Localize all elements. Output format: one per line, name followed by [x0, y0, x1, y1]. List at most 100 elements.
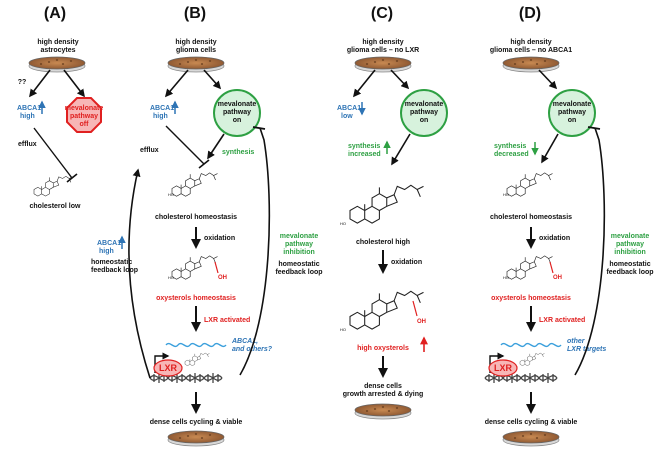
cholesterol-molecule-d-icon: [506, 172, 553, 197]
panel-b: (B) high density glioma cells ABCA1 high…: [91, 5, 323, 447]
mevalonate-c-line3: on: [420, 117, 429, 124]
mevalonate-b-line1: mevalonate: [218, 101, 257, 108]
mevalonate-off-line1: mevalonate: [65, 105, 104, 112]
lxr-activated-b: LXR activated: [204, 317, 250, 324]
efflux-inhibit-bar-b: [198, 159, 210, 169]
glioma-dish-b-icon: [167, 56, 225, 73]
mevalonate-feedback-line-b: [239, 127, 271, 376]
oh-bond-d: [549, 261, 554, 274]
ho-label-c1: HO: [340, 221, 346, 226]
mevalonate-b-line2: pathway: [223, 109, 251, 116]
efflux-label-a: efflux: [18, 141, 37, 148]
oxidation-label-d: oxidation: [539, 235, 570, 242]
mrna-ribbon-d-icon: [500, 342, 562, 348]
glioma-dish-d-icon: [502, 56, 560, 73]
oxysterols-homeostasis-b: oxysterols homeostasis: [156, 295, 236, 302]
outcome-c-line1: dense cells: [364, 383, 402, 390]
feedback-loop-d-line2: feedback loop: [606, 269, 653, 276]
oxysterols-homeostasis-d: oxysterols homeostasis: [491, 295, 571, 302]
abca1-label-a: ABCA1: [17, 105, 41, 112]
panel-b-title-line2: glioma cells: [176, 47, 216, 54]
outcome-c-line2: growth arrested & dying: [343, 391, 424, 398]
oh-label-b: OH: [218, 275, 227, 281]
cholesterol-molecule-c-icon: [349, 184, 425, 224]
synthesis-increased-c-line2: increased: [348, 151, 381, 158]
panel-d-title-line2: glioma cells – no ABCA1: [490, 47, 572, 54]
mevalonate-d-line3: on: [568, 117, 577, 124]
efflux-inhibit-line-a: [33, 127, 73, 179]
oxysterol-molecule-d-icon: [506, 255, 553, 280]
feedback-loop-b-line1: homeostatic: [91, 259, 132, 266]
panel-d-label: (D): [519, 5, 541, 22]
mevalonate-inhibit-bar-b: [252, 126, 266, 130]
mevalonate-circle-c: [400, 89, 448, 137]
mevalonate-inhibition-d-line2: pathway: [616, 241, 644, 248]
panel-a: (A) high density astrocytes ?? ABCA1 hig…: [17, 5, 103, 210]
stop-octagon-icon: [66, 97, 102, 133]
arrow-dish-to-abca1-c: [352, 69, 376, 98]
feedback-abca1-level-b: high: [99, 248, 114, 255]
astrocyte-dish-icon: [28, 56, 86, 73]
oxidation-label-b: oxidation: [204, 235, 235, 242]
oh-label-c: OH: [417, 319, 426, 325]
abca1-level-b: high: [153, 113, 168, 120]
mevalonate-off-line3: off: [80, 121, 90, 128]
target-genes-b-line1: ABCA1,: [231, 338, 258, 345]
synthesis-label-b: synthesis: [222, 149, 254, 156]
panel-b-label: (B): [184, 5, 206, 22]
arrow-dish-to-abca1-a: [29, 69, 51, 98]
efflux-inhibit-bar-a: [66, 173, 78, 183]
high-oxysterols-c: high oxysterols: [357, 345, 409, 352]
synthesis-increased-c-line1: synthesis: [348, 143, 380, 150]
synthesis-arrow-b: [207, 133, 225, 160]
feedback-loop-b2-line1: homeostatic: [278, 261, 319, 268]
synthesis-arrow-c: [391, 133, 411, 166]
mevalonate-d-line1: mevalonate: [553, 101, 592, 108]
cholesterol-homeostasis-b: cholesterol homeostasis: [155, 214, 237, 221]
efflux-label-b: efflux: [140, 147, 159, 154]
synthesis-arrow-d: [541, 133, 559, 164]
arrow-dish-to-mevalonate-a: [63, 69, 85, 98]
abca1-level-c: low: [341, 113, 353, 120]
mevalonate-off-line2: pathway: [70, 113, 98, 120]
cholesterol-high-c: cholesterol high: [356, 239, 410, 246]
feedback-loop-b2-line2: feedback loop: [275, 269, 322, 276]
arrow-dish-to-mevalonate-b: [203, 69, 222, 90]
oh-bond-b: [214, 261, 219, 274]
feedback-loop-d-line1: homeostatic: [609, 261, 650, 268]
ligand-molecule-b-icon: [184, 352, 210, 366]
outcome-dish-b-icon: [167, 430, 225, 447]
mevalonate-inhibition-d-line3: inhibition: [614, 249, 646, 256]
arrow-dish-to-mevalonate-c: [390, 69, 410, 90]
panel-a-title-line1: high density: [37, 39, 78, 46]
panel-a-label: (A): [44, 5, 66, 22]
mevalonate-circle-b: [213, 89, 261, 137]
panel-d-title-line1: high density: [510, 39, 551, 46]
outcome-d: dense cells cycling & viable: [485, 419, 578, 426]
cholesterol-homeostasis-d: cholesterol homeostasis: [490, 214, 572, 221]
cholesterol-molecule-b-icon: [171, 172, 218, 197]
target-genes-d-line1: other: [567, 338, 586, 345]
cholesterol-low-label: cholesterol low: [30, 203, 82, 210]
ho-label-c2: HO: [340, 327, 346, 332]
panel-c: (C) high density glioma cells – no LXR A…: [337, 5, 448, 420]
abca1-feedback-arrow-b: [128, 168, 151, 379]
lxr-activated-d: LXR activated: [539, 317, 585, 324]
arrow-dish-to-mevalonate-d: [538, 69, 558, 90]
ho-label-b2: HO: [168, 275, 174, 280]
arrow-dish-to-abca1-b: [164, 69, 189, 98]
mrna-ribbon-b-icon: [165, 342, 227, 348]
mevalonate-inhibit-bar-d: [587, 126, 601, 130]
panel-c-title-line1: high density: [362, 39, 403, 46]
synthesis-decreased-d-line2: decreased: [494, 151, 529, 158]
mevalonate-inhibition-b-line2: pathway: [285, 241, 313, 248]
oh-bond-c: [412, 300, 418, 317]
efflux-inhibit-line-b: [165, 125, 205, 165]
oxysterol-molecule-b-icon: [171, 255, 218, 280]
mevalonate-inhibition-d-line1: mevalonate: [611, 233, 650, 240]
panel-c-title-line2: glioma cells – no LXR: [347, 47, 419, 54]
outcome-dish-d-icon: [502, 430, 560, 447]
lxr-receptor-b: [153, 359, 183, 377]
